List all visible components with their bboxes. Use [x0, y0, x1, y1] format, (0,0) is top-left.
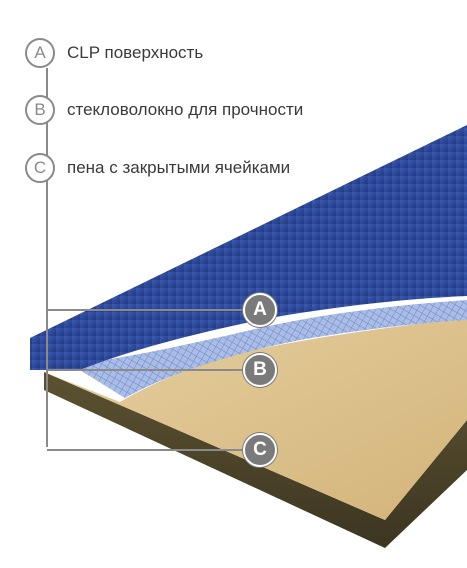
legend-label-c: пена с закрытыми ячейками [67, 158, 290, 178]
layer-marker-c: C [243, 433, 277, 467]
layer-marker-a: A [243, 293, 277, 327]
legend-label-a: CLP поверхность [67, 43, 203, 63]
legend-item-a: A CLP поверхность [24, 33, 203, 73]
legend-label-b: стекловолокно для прочности [67, 100, 303, 120]
legend-item-b: B стекловолокно для прочности [24, 90, 303, 130]
legend-badge-b: B [25, 95, 55, 125]
legend-item-c: C пена с закрытыми ячейками [24, 148, 290, 188]
legend-badge-a: A [25, 38, 55, 68]
layer-marker-b: B [243, 353, 277, 387]
legend-badge-c: C [25, 153, 55, 183]
